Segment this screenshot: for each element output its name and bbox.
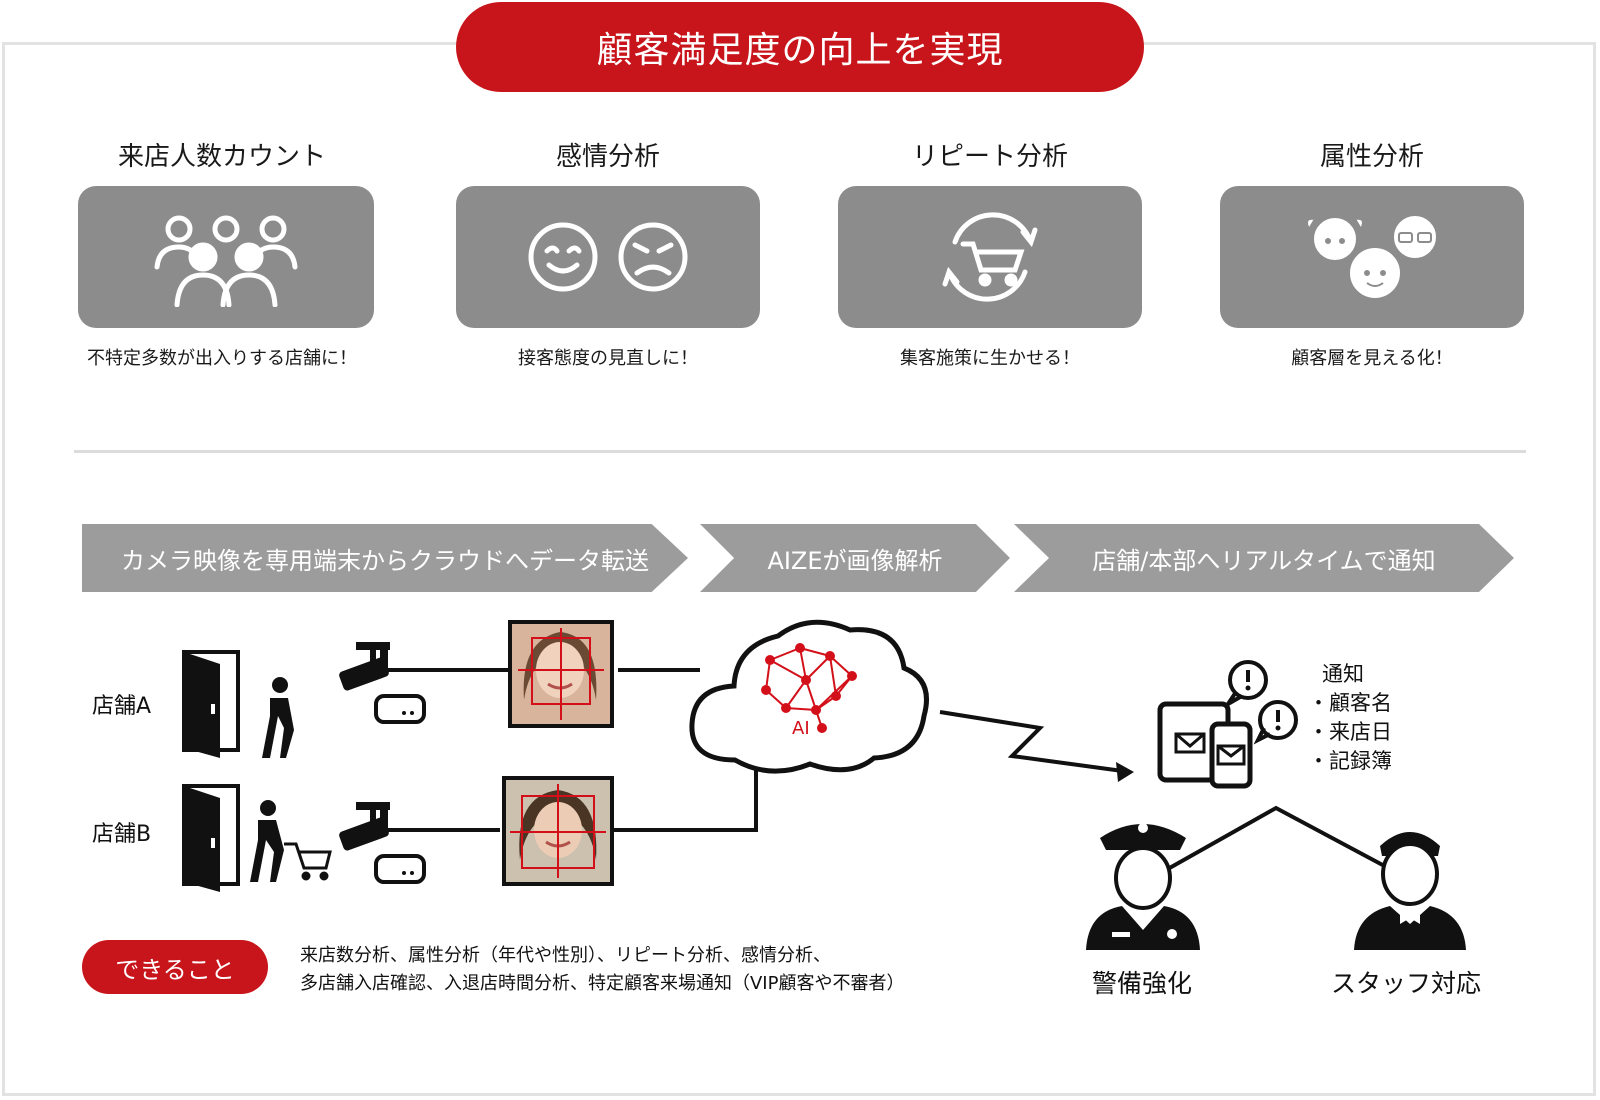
feature-title: 来店人数カウント [117,142,326,172]
feature-subtitle: 不特定多数が出入りする店舗に！ [87,348,357,369]
role-staff: スタッフ対応 [1330,969,1481,998]
notification-heading: 通知 [1322,662,1364,686]
feature-title: リピート分析 [911,142,1068,172]
feature-visitor-count: 来店人数カウント [62,140,382,174]
feature-repeat: リピート分析 [830,140,1150,174]
notification-list: 通知 ・顧客名 ・来店日 ・記録簿 [1308,660,1392,776]
flow-step-transfer: カメラ映像を専用端末からクラウドへデータ転送 [82,524,688,592]
ai-label: AI [792,718,810,739]
people-group-icon [78,186,374,328]
capabilities-label: できること [82,940,268,994]
notification-item: ・顧客名 [1308,691,1392,715]
notification-item: ・来店日 [1308,720,1392,744]
flow-step-notify: 店舗/本部へリアルタイムで通知 [1014,524,1514,592]
notification-item: ・記録簿 [1308,749,1392,773]
capabilities-line: 来店数分析、属性分析（年代や性別）、リピート分析、感情分析、 [300,945,831,966]
store-a-label: 店舗A [92,694,152,719]
capabilities-text: 来店数分析、属性分析（年代や性別）、リピート分析、感情分析、 多店舗入店確認、入… [300,942,904,998]
feature-subtitle: 顧客層を見える化！ [1291,348,1453,369]
feature-title: 属性分析 [1319,142,1424,172]
feature-title: 感情分析 [555,142,660,172]
capabilities-line: 多店舗入店確認、入退店時間分析、特定顧客来場通知（VIP顧客や不審者） [300,973,905,994]
feature-emotion: 感情分析 [448,140,768,174]
role-security: 警備強化 [1091,969,1192,998]
feature-attribute: 属性分析 [1212,140,1532,174]
feature-subtitle: 接客態度の見直しに！ [518,348,698,369]
repeat-cart-icon [838,186,1142,328]
emotion-faces-icon [456,186,760,328]
section-divider [74,450,1526,453]
flow-step-analysis: AIZEが画像解析 [700,524,1010,592]
store-b-label: 店舗B [92,822,152,847]
page-title: 顧客満足度の向上を実現 [456,2,1144,92]
customer-faces-icon [1220,186,1524,328]
feature-subtitle: 集客施策に生かせる！ [900,348,1080,369]
